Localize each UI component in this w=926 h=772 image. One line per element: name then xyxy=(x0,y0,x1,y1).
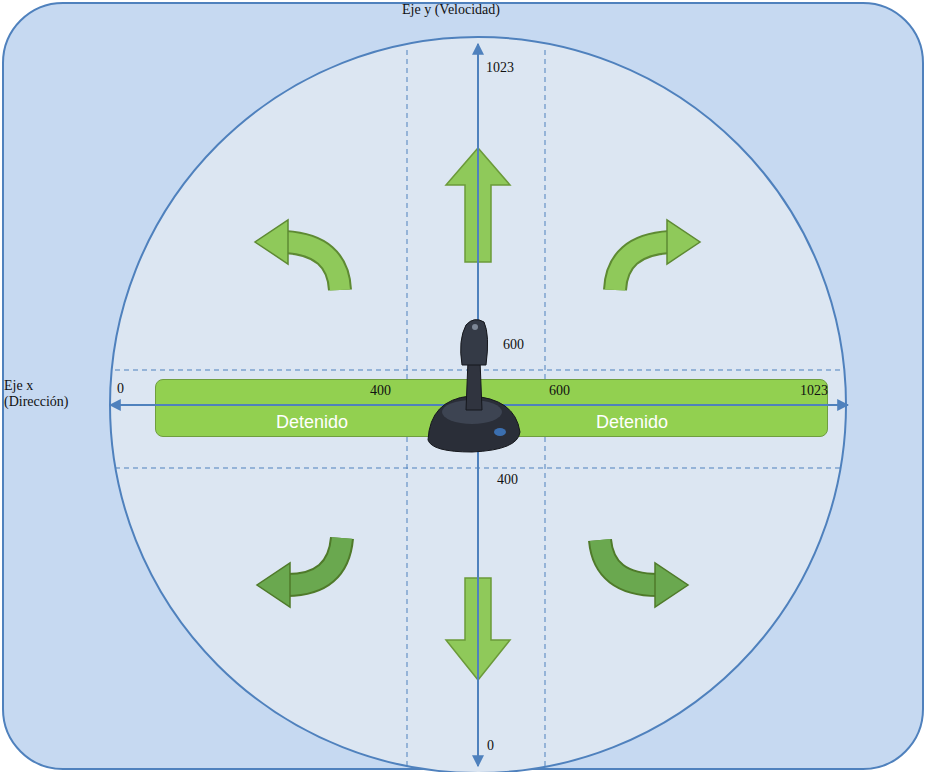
panel-background xyxy=(3,3,923,769)
axis-value: 0 xyxy=(487,738,494,754)
axis-value: 400 xyxy=(370,383,391,399)
axis-value: 1023 xyxy=(800,383,828,399)
axis-value: 1023 xyxy=(486,60,514,76)
joystick-range-circle xyxy=(110,37,846,772)
stopped-zone-band: Detenido Detenido xyxy=(155,379,828,437)
axis-value: 400 xyxy=(497,472,518,488)
axis-title: Eje x (Dirección) xyxy=(4,378,80,410)
axis-value: 600 xyxy=(549,383,570,399)
axis-title: Eje y (Velocidad) xyxy=(402,2,500,18)
axis-value: 0 xyxy=(117,381,124,397)
zone-label: Detenido xyxy=(276,412,348,432)
zone-label: Detenido xyxy=(596,412,668,432)
threshold-lines xyxy=(115,50,842,768)
axis-value: 600 xyxy=(503,337,524,353)
